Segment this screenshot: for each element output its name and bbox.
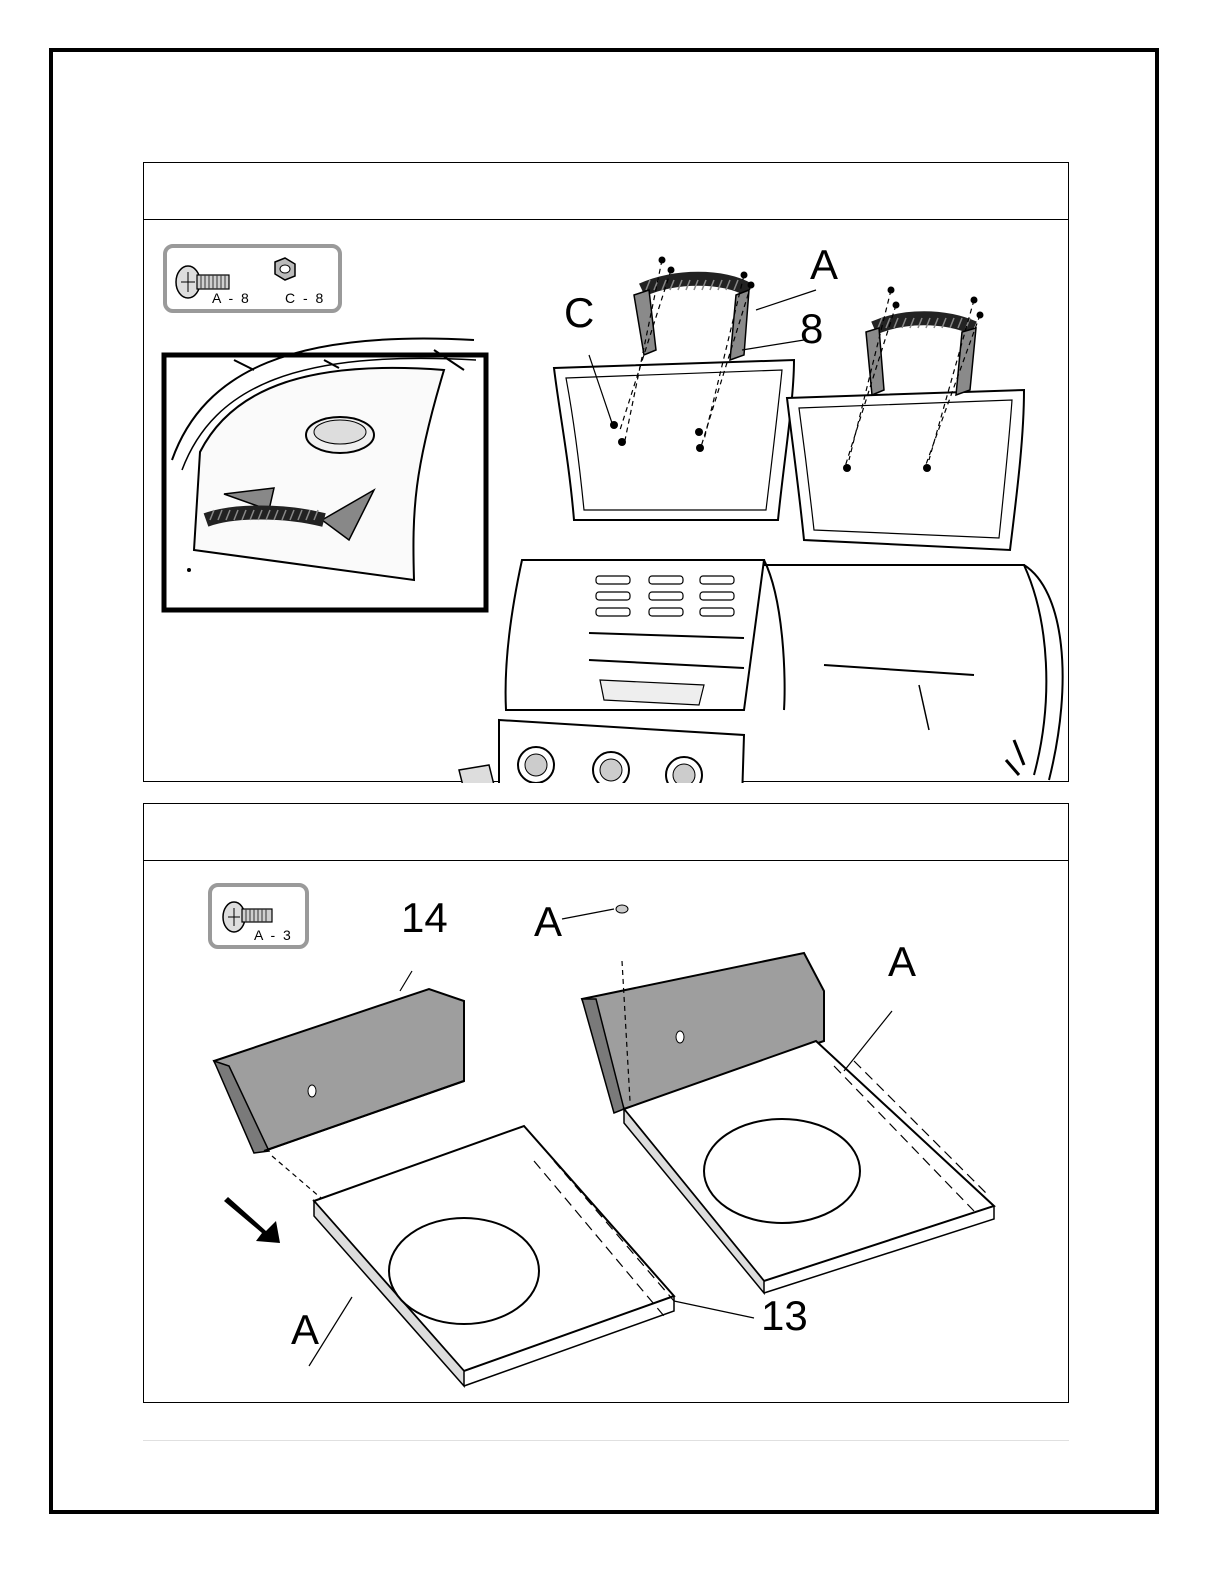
callout-a-right: A xyxy=(888,941,916,983)
callout-a: A xyxy=(810,244,838,286)
step-panel-2: A - 3 xyxy=(143,803,1069,1403)
callout-part-8: 8 xyxy=(800,308,823,350)
step-illustration: A - 3 xyxy=(144,861,1068,1402)
callout-a-top: A xyxy=(534,901,562,943)
callout-a-left: A xyxy=(291,1309,319,1351)
footer-rule xyxy=(143,1440,1069,1441)
step-header xyxy=(144,804,1068,861)
callout-part-14: 14 xyxy=(401,897,448,939)
step-panel-1: A - 8 C - 8 xyxy=(143,162,1069,782)
callout-c: C xyxy=(564,292,594,334)
callout-part-13: 13 xyxy=(761,1295,808,1337)
step-header xyxy=(144,163,1068,220)
grill-lid-handle-drawing xyxy=(144,220,1070,783)
side-shelf-assembly-drawing xyxy=(144,861,1070,1404)
step-illustration: A - 8 C - 8 xyxy=(144,220,1068,781)
